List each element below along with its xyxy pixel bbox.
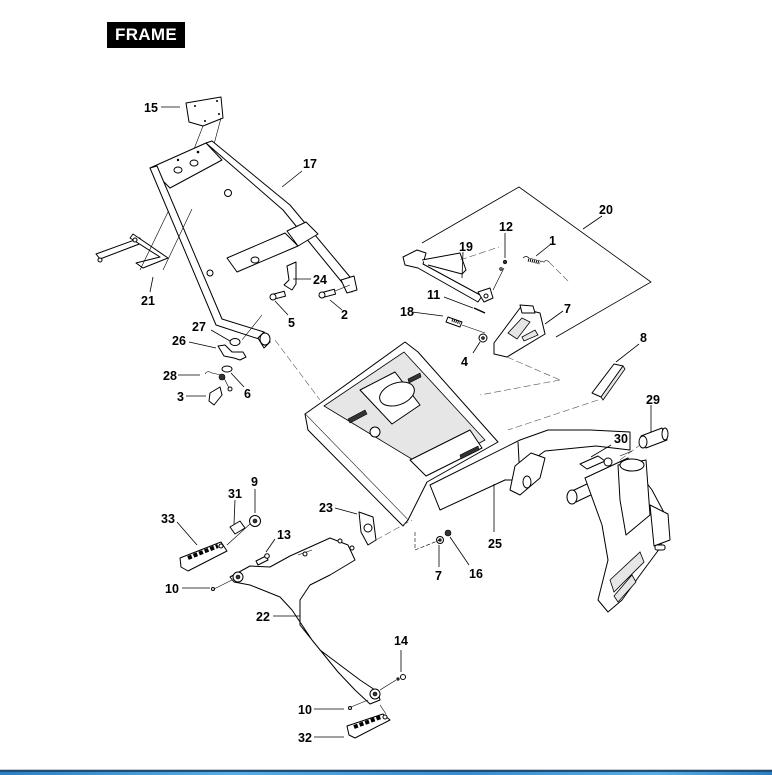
callout-1: 1 bbox=[549, 234, 556, 248]
callout-4: 18 bbox=[400, 305, 414, 319]
part-17-upper-frame bbox=[149, 140, 358, 349]
part-16-nut bbox=[444, 529, 452, 537]
callout-22: 22 bbox=[256, 610, 270, 624]
callout-32: 32 bbox=[298, 731, 312, 745]
callout-11: 11 bbox=[427, 288, 440, 302]
footer-divider-dark bbox=[0, 770, 772, 772]
callout-24: 24 bbox=[313, 273, 327, 287]
callout-8: 8 bbox=[640, 331, 647, 345]
part-18-kickstand-bracket bbox=[493, 304, 561, 381]
callout-13: 13 bbox=[277, 528, 291, 542]
callout-16: 16 bbox=[469, 567, 483, 581]
part-4-bolt bbox=[445, 316, 486, 334]
part-13-bolt bbox=[255, 553, 270, 566]
part-31-plate bbox=[229, 520, 246, 535]
callout-labels: 15 17 21 24 5 2 27 26 28 6 3 20 12 1 19 … bbox=[141, 101, 660, 745]
footer-divider-light bbox=[0, 769, 772, 770]
part-20-kickstand-assembly-outline bbox=[421, 186, 652, 338]
part-23-plate bbox=[358, 511, 413, 546]
part-2-bolt bbox=[318, 284, 351, 299]
part-19-kickstand bbox=[402, 246, 500, 303]
callout-27: 27 bbox=[192, 320, 206, 334]
part-22-footpeg-bracket bbox=[229, 537, 381, 705]
part-7-washer-lower bbox=[414, 532, 444, 551]
callout-26: 26 bbox=[172, 334, 186, 348]
part-11-pin bbox=[473, 307, 486, 314]
callout-14: 14 bbox=[394, 634, 408, 648]
part-12-pin bbox=[492, 259, 508, 291]
callout-28: 28 bbox=[163, 369, 177, 383]
callout-15: 15 bbox=[144, 101, 158, 115]
callout-7-lower: 7 bbox=[435, 569, 442, 583]
callout-9: 9 bbox=[251, 475, 258, 489]
part-9-washer bbox=[226, 515, 261, 546]
callout-20: 20 bbox=[599, 203, 613, 217]
callout-23: 23 bbox=[319, 501, 333, 515]
diagram-title: FRAME bbox=[107, 22, 185, 48]
part-25-main-frame bbox=[274, 339, 671, 613]
callout-10-lower: 10 bbox=[298, 703, 312, 717]
callout-18: 7 bbox=[564, 302, 571, 316]
part-33-footpeg bbox=[179, 541, 228, 572]
part-8-pad bbox=[507, 343, 640, 431]
callout-25: 25 bbox=[488, 537, 502, 551]
callout-10-upper: 10 bbox=[165, 582, 179, 596]
part-24-clip bbox=[283, 261, 297, 291]
callout-2: 2 bbox=[341, 308, 348, 322]
callout-19: 19 bbox=[459, 240, 473, 254]
callout-3: 3 bbox=[177, 390, 184, 404]
callout-31: 31 bbox=[228, 487, 242, 501]
callout-12: 12 bbox=[499, 220, 513, 234]
part-32-footpeg bbox=[346, 704, 391, 739]
callout-5: 5 bbox=[288, 316, 295, 330]
footer-divider-blue bbox=[0, 772, 772, 775]
part-29-spacer bbox=[619, 427, 669, 461]
parts-26-28-latch-cluster bbox=[204, 314, 263, 406]
callout-7-upper: 4 bbox=[461, 355, 468, 369]
callout-29: 29 bbox=[646, 393, 660, 407]
part-10-pin-lower bbox=[348, 699, 369, 710]
part-30-plate bbox=[579, 450, 633, 470]
part-1-spring bbox=[522, 256, 571, 284]
callout-30: 30 bbox=[614, 432, 628, 446]
callout-21: 21 bbox=[141, 294, 155, 308]
part-7-nut-upper bbox=[478, 333, 488, 343]
part-5-bolt bbox=[269, 290, 287, 301]
part-10-pin-upper bbox=[211, 579, 233, 591]
leader-lines bbox=[149, 106, 652, 738]
part-21-bracket bbox=[95, 208, 193, 271]
part-14-bolt bbox=[379, 674, 406, 691]
callout-17: 17 bbox=[303, 157, 317, 171]
callout-33: 33 bbox=[161, 512, 175, 526]
callout-6: 6 bbox=[244, 387, 251, 401]
